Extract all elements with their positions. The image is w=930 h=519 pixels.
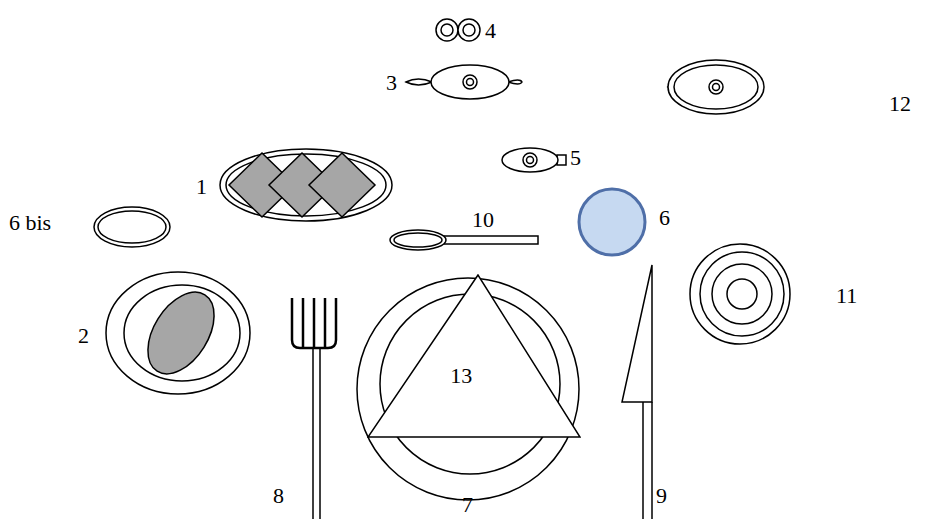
callout-number: 11 bbox=[836, 285, 857, 307]
napkin-outline bbox=[367, 274, 581, 438]
bread-plate bbox=[106, 272, 250, 394]
callout-number: 2 bbox=[78, 325, 89, 347]
fork bbox=[292, 298, 336, 519]
spoon bbox=[390, 230, 538, 250]
callout-number: 7 bbox=[462, 494, 473, 516]
callout-number: 9 bbox=[656, 485, 667, 507]
napkin-triangle: 13 bbox=[367, 274, 581, 438]
callout-number: 1 bbox=[196, 176, 207, 198]
callout-number: 3 bbox=[386, 72, 397, 94]
callout-number: 13 bbox=[450, 365, 472, 387]
callout-number: 10 bbox=[472, 209, 494, 231]
glass bbox=[579, 189, 645, 255]
callout-number: 4 bbox=[485, 20, 496, 42]
callout-number: 5 bbox=[570, 147, 581, 169]
callout-number: 12 bbox=[889, 93, 911, 115]
callout-number: 8 bbox=[273, 485, 284, 507]
bowl bbox=[690, 244, 790, 344]
bread-platter bbox=[220, 149, 392, 221]
sauce-boat bbox=[406, 65, 522, 99]
serving-dish bbox=[668, 60, 764, 114]
small-dish bbox=[94, 207, 170, 247]
callout-number: 6 bbox=[659, 207, 670, 229]
knife bbox=[622, 265, 652, 519]
salt-pepper bbox=[436, 19, 480, 41]
small-cup bbox=[502, 148, 566, 172]
callout-number: 6 bis bbox=[9, 212, 51, 234]
